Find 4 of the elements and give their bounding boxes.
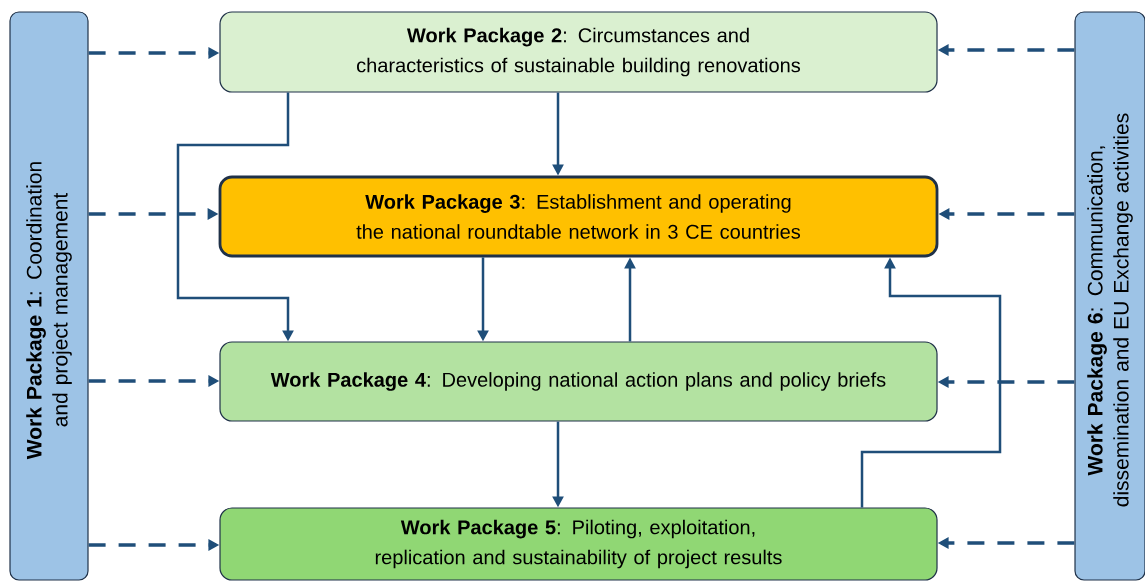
work-package-box: Work Package 4: Developing national action plans and policy briefs bbox=[219, 341, 938, 422]
work-package-box: Work Package 5: Piloting, exploitation, replication and sustainability of project results bbox=[219, 507, 938, 581]
work-package-box: Work Package 2: Circumstances and characteristics of sustainable building renovations bbox=[219, 11, 938, 93]
work-package-box: Work Package 3: Establishment and operating the national roundtable network in 3 CE countries bbox=[218, 175, 939, 258]
